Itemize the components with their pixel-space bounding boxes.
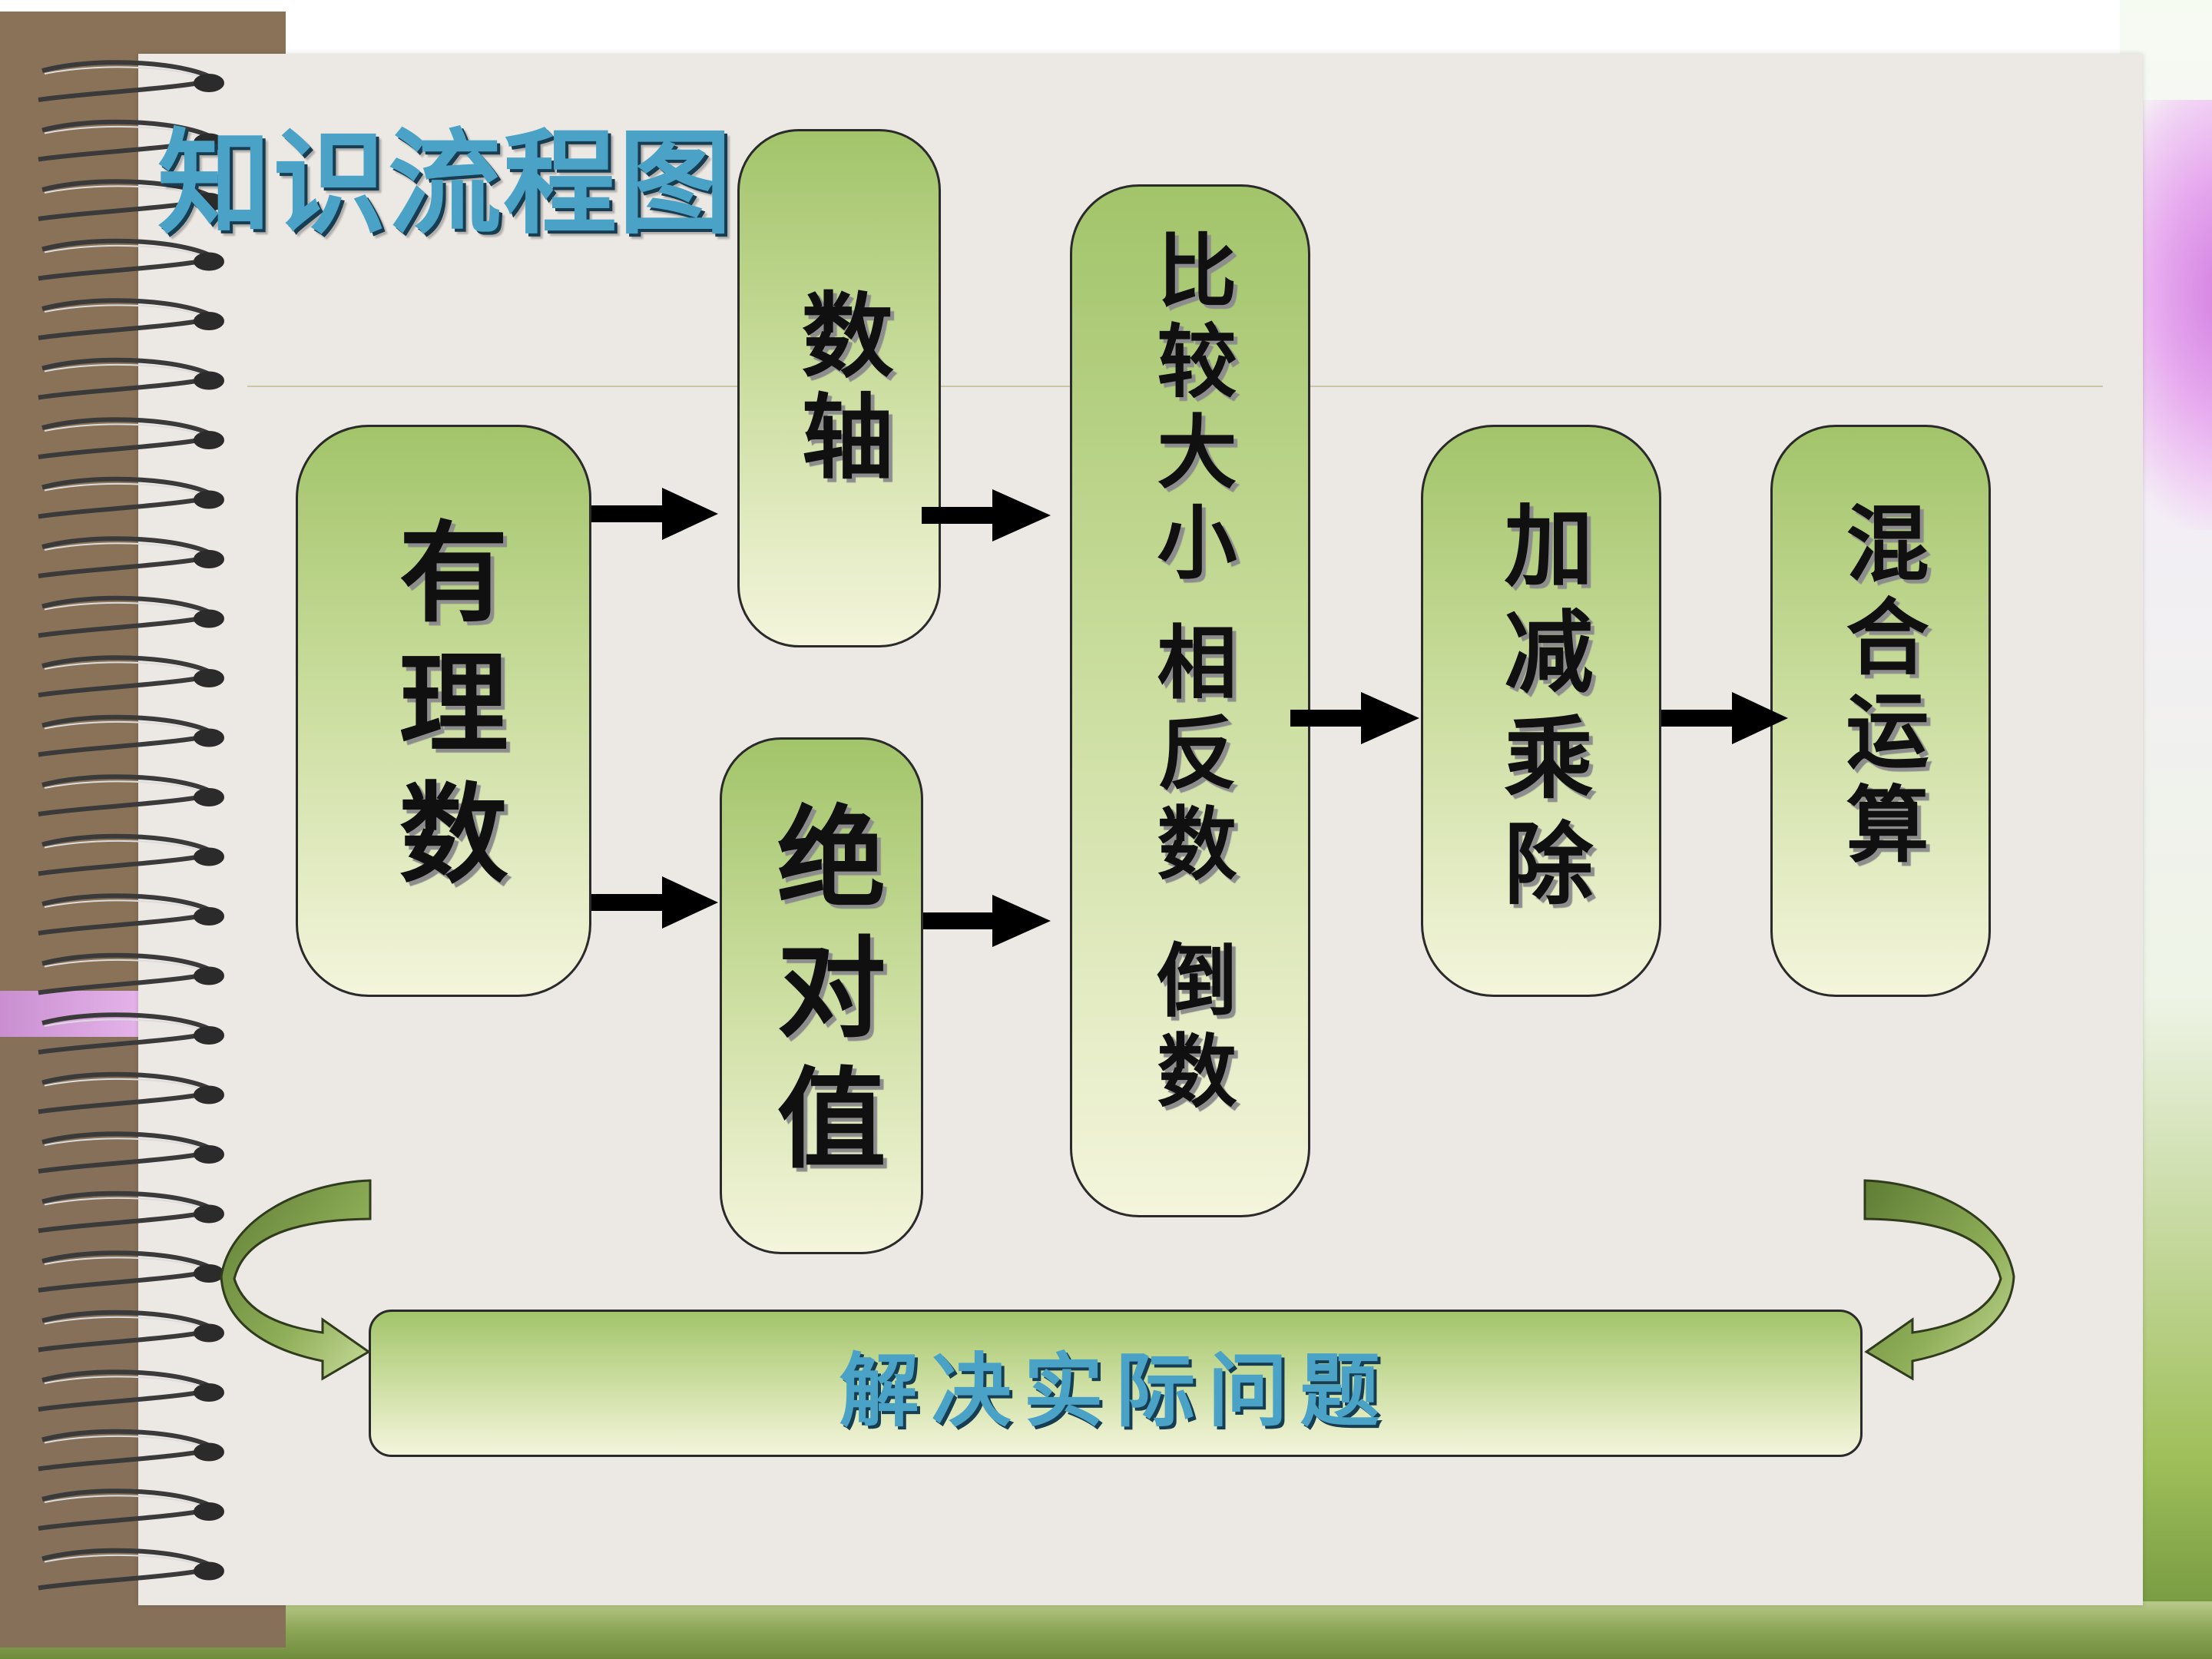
spiral-ring <box>38 60 224 102</box>
spiral-ring <box>38 1310 224 1353</box>
arrow-absolute-value-to-compare <box>923 895 1051 947</box>
reciprocal-label: 倒数 <box>1143 939 1237 1120</box>
arrow-four-operations-to-mixed <box>1661 692 1788 744</box>
node-four-operations-label: 加减乘除 <box>1488 498 1594 923</box>
node-absolute-value-label: 绝对值 <box>757 800 886 1192</box>
spiral-ring <box>38 1131 224 1174</box>
spiral-ring <box>38 1012 224 1055</box>
spiral-rings <box>38 60 224 1591</box>
spiral-ring <box>38 833 224 876</box>
curved-arrow-right <box>1863 1179 2015 1381</box>
node-compare-opposite-reciprocal: 比较大小 相反数 倒数 <box>1070 184 1310 1217</box>
node-solve-real-problems: 解决实际问题 <box>369 1310 1863 1457</box>
compare-size-label: 比较大小 <box>1143 229 1237 591</box>
spiral-ring <box>38 179 224 221</box>
node-rational-number: 有理数 <box>296 425 591 997</box>
node-number-line-label: 数轴 <box>785 286 894 490</box>
spiral-ring <box>38 595 224 638</box>
spiral-ring <box>38 1488 224 1531</box>
arrow-rational-to-number-line <box>591 488 718 540</box>
node-solve-real-problems-label: 解决实际问题 <box>839 1343 1392 1438</box>
spiral-ring <box>38 298 224 340</box>
spiral-ring <box>38 893 224 935</box>
spiral-ring <box>38 1429 224 1472</box>
opposite-number-label: 相反数 <box>1143 621 1237 892</box>
node-number-line: 数轴 <box>737 129 941 647</box>
spiral-ring <box>38 119 224 162</box>
grass-strip <box>0 1601 2212 1659</box>
spiral-ring <box>38 774 224 816</box>
arrow-number-line-to-compare <box>922 489 1051 541</box>
node-four-operations: 加减乘除 <box>1421 425 1661 997</box>
arrow-rational-to-absolute-value <box>591 876 718 929</box>
node-mixed-operations-label: 混合运算 <box>1832 500 1929 875</box>
spiral-ring <box>38 1071 224 1114</box>
spiral-ring <box>38 1190 224 1233</box>
spiral-ring <box>38 536 224 578</box>
spiral-ring <box>38 476 224 519</box>
spiral-ring <box>38 714 224 757</box>
spiral-ring <box>38 1250 224 1293</box>
spiral-ring <box>38 655 224 697</box>
spiral-ring <box>38 1548 224 1591</box>
arrow-compare-to-four-operations <box>1290 692 1419 744</box>
node-absolute-value: 绝对值 <box>720 737 923 1254</box>
node-rational-number-label: 有理数 <box>379 515 508 907</box>
spiral-ring <box>38 357 224 400</box>
node-mixed-operations: 混合运算 <box>1770 425 1991 997</box>
spiral-ring <box>38 417 224 459</box>
spiral-ring <box>38 952 224 995</box>
page-title: 知识流程图 <box>157 116 733 250</box>
curved-arrow-left <box>220 1179 372 1381</box>
spiral-ring <box>38 1369 224 1412</box>
spiral-ring <box>38 238 224 281</box>
